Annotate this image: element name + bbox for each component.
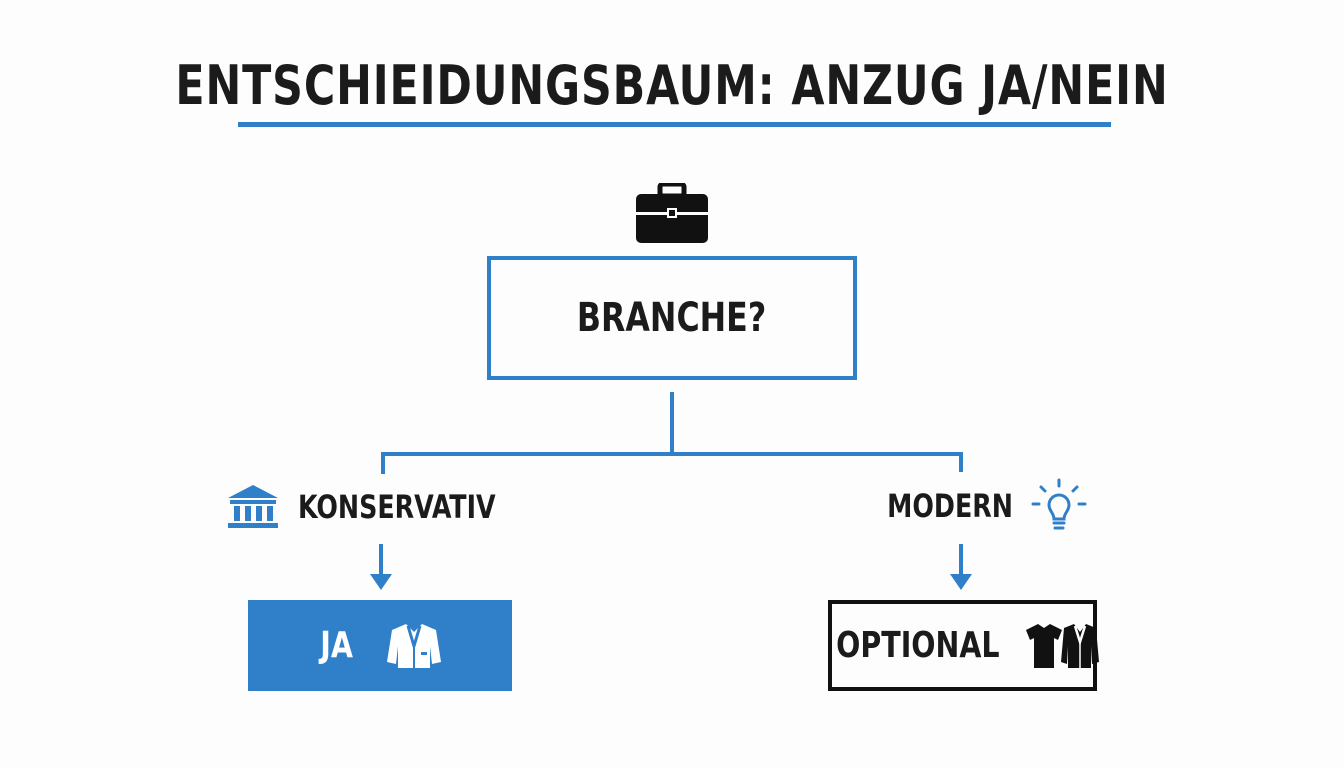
lightbulb-icon: [1031, 478, 1087, 534]
shirt-and-suit-icon: [1024, 622, 1100, 670]
branch-conservative: KONSERVATIV: [226, 484, 523, 530]
root-question-box: BRANCHE?: [487, 256, 857, 380]
briefcase-icon: [636, 181, 708, 243]
left-arrow-head: [370, 574, 392, 590]
root-question-label: BRANCHE?: [577, 295, 767, 341]
branch-modern-label: MODERN: [887, 487, 1013, 525]
result-optional-box: OPTIONAL: [828, 600, 1100, 691]
result-yes-box: JA: [248, 600, 512, 691]
right-arrow-head: [950, 574, 972, 590]
result-yes-label: JA: [320, 625, 354, 666]
diagram-title: ENTSCHIEIDUNGSBAUM: ANZUG JA/NEIN: [175, 54, 1169, 117]
branch-conservative-label: KONSERVATIV: [298, 488, 496, 526]
title-underline: [238, 122, 1111, 127]
result-optional-label: OPTIONAL: [835, 625, 1000, 666]
branch-modern: MODERN: [870, 478, 1087, 534]
suit-jacket-icon: [386, 622, 442, 670]
bank-building-icon: [226, 484, 280, 530]
